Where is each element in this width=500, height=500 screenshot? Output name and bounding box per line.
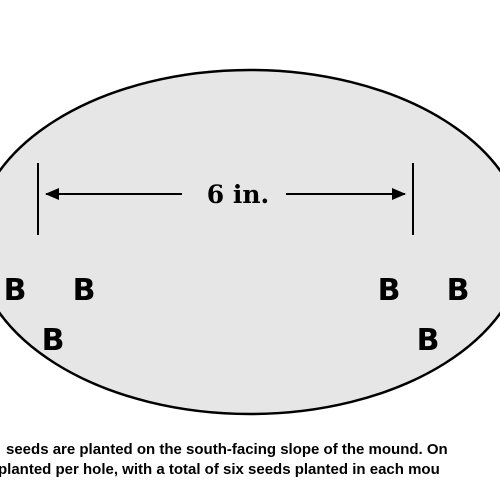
seed-marker-left-1: B bbox=[4, 273, 27, 308]
caption-line-2: planted per hole, with a total of six se… bbox=[0, 461, 440, 478]
spacing-label: 6 in. bbox=[207, 180, 269, 209]
seed-marker-left-2: B bbox=[73, 273, 96, 308]
seed-marker-right-2: B bbox=[447, 273, 470, 308]
seed-marker-right-3: B bbox=[417, 323, 440, 358]
seed-marker-left-3: B bbox=[42, 323, 65, 358]
mound-outline bbox=[0, 68, 500, 416]
seed-marker-right-1: B bbox=[378, 273, 401, 308]
caption-line-1: seeds are planted on the south-facing sl… bbox=[6, 441, 448, 458]
